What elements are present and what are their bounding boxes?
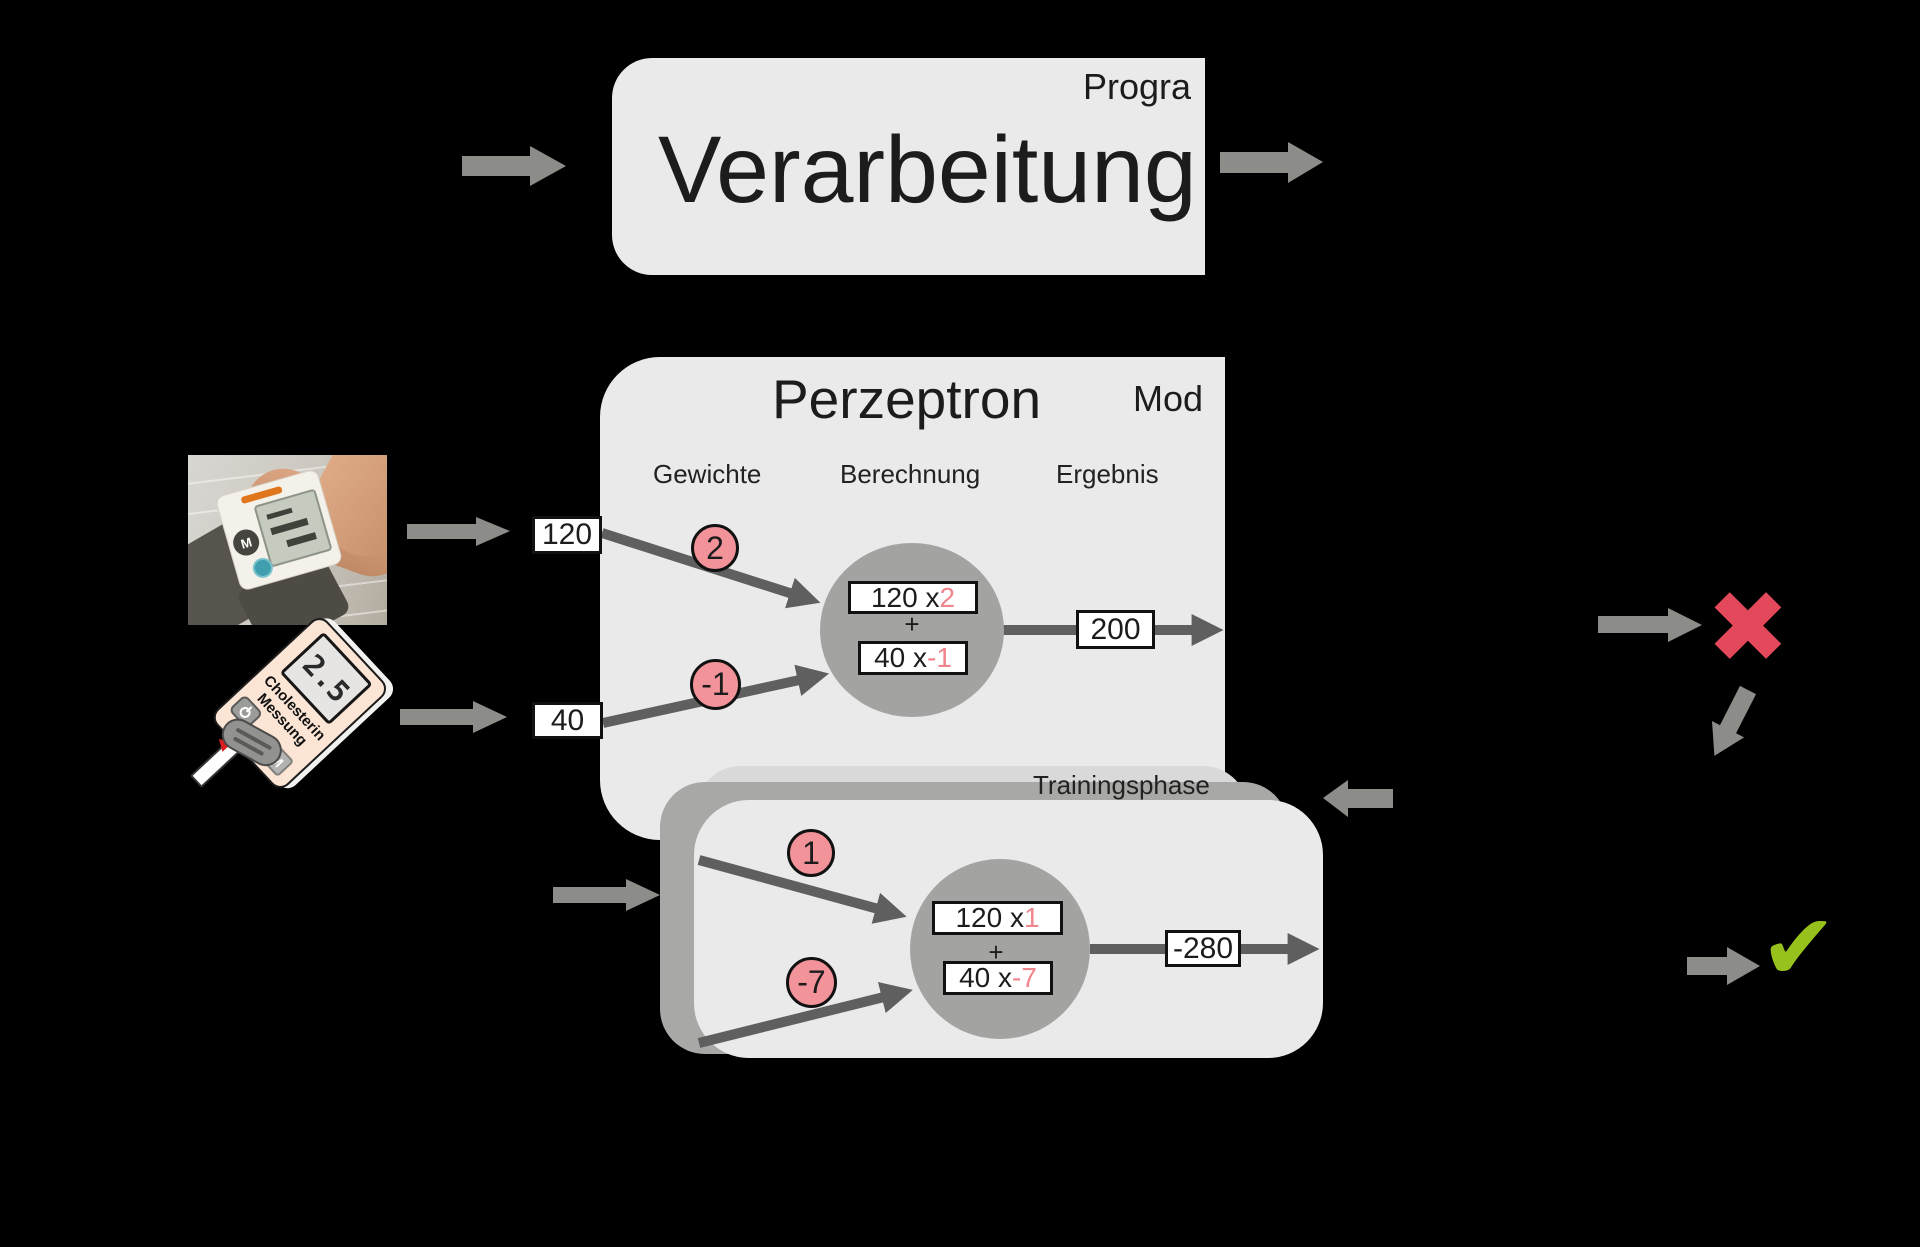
blood-pressure-photo: M	[188, 455, 387, 625]
input2-box: 40	[532, 702, 603, 739]
training-calc2-box: 40 x -7	[943, 961, 1053, 995]
training-weight1-value: 1	[802, 834, 820, 871]
arrow-bp-to-input	[407, 517, 510, 546]
processing-box-clip: Progra Verarbeitung	[612, 58, 1205, 275]
cholesterol-device-rotated: 2.5 Cholesterin Messung M	[165, 613, 391, 834]
cross-icon: ✖	[1706, 569, 1790, 686]
column-weights-label: Gewichte	[653, 459, 762, 489]
processing-title: Verarbeitung	[658, 117, 1197, 223]
plus-sign: +	[904, 609, 920, 639]
lcd-reading-1	[266, 507, 293, 520]
lcd-reading-2	[270, 517, 309, 536]
arrow-out-of-processing	[1220, 142, 1323, 183]
arrow-into-training	[553, 879, 660, 911]
cholesterol-device: 2.5 Cholesterin Messung M	[168, 613, 398, 830]
arrow-into-processing	[462, 146, 566, 186]
calc2-weight: -1	[927, 642, 952, 673]
arrow-to-cross	[1598, 608, 1702, 642]
training-weight2-badge: -7	[786, 957, 837, 1008]
training-weight1-badge: 1	[787, 829, 835, 877]
lcd-reading-3	[286, 532, 317, 548]
weight1-badge: 2	[691, 524, 739, 572]
weight2-value: -1	[701, 666, 730, 702]
training-calc2-weight: -7	[1012, 962, 1037, 993]
processing-box	[612, 58, 1205, 275]
check-icon: ✔	[1760, 894, 1838, 1001]
calc1-weight: 2	[939, 581, 956, 613]
training-weight2-value: -7	[797, 964, 826, 1000]
calc1-box: 120 x 2	[848, 581, 978, 614]
processing-tag: Progra	[1083, 66, 1192, 107]
input1-box: 120	[532, 516, 602, 554]
perceptron-title: Perzeptron	[772, 368, 1042, 430]
training-calc1-weight: 1	[1023, 902, 1040, 933]
training-calc2-base: 40 x	[959, 962, 1013, 993]
bp-lcd-screen	[253, 488, 333, 568]
bp-memory-button: M	[230, 526, 263, 559]
weight1-value: 2	[706, 529, 724, 566]
training-result-box: -280	[1165, 930, 1241, 967]
weight2-badge: -1	[690, 659, 741, 710]
column-calc-label: Berechnung	[840, 459, 981, 489]
arrow-back-to-training	[1323, 780, 1393, 817]
arrow-to-check	[1687, 947, 1760, 985]
calc2-box: 40 x -1	[858, 641, 968, 675]
result-box: 200	[1076, 610, 1155, 649]
perceptron-tag: Mod	[1133, 378, 1204, 419]
training-title: Trainingsphase	[1033, 770, 1210, 800]
arrow-cross-down	[1711, 685, 1757, 756]
training-calc1-box: 120 x 1	[932, 901, 1063, 935]
training-plus-sign: +	[988, 937, 1004, 967]
calc1-base: 120 x	[870, 581, 940, 613]
column-result-label: Ergebnis	[1056, 459, 1159, 489]
training-calc1-base: 120 x	[955, 902, 1024, 933]
calc2-base: 40 x	[874, 642, 928, 673]
arrow-chol-to-input	[400, 701, 507, 733]
